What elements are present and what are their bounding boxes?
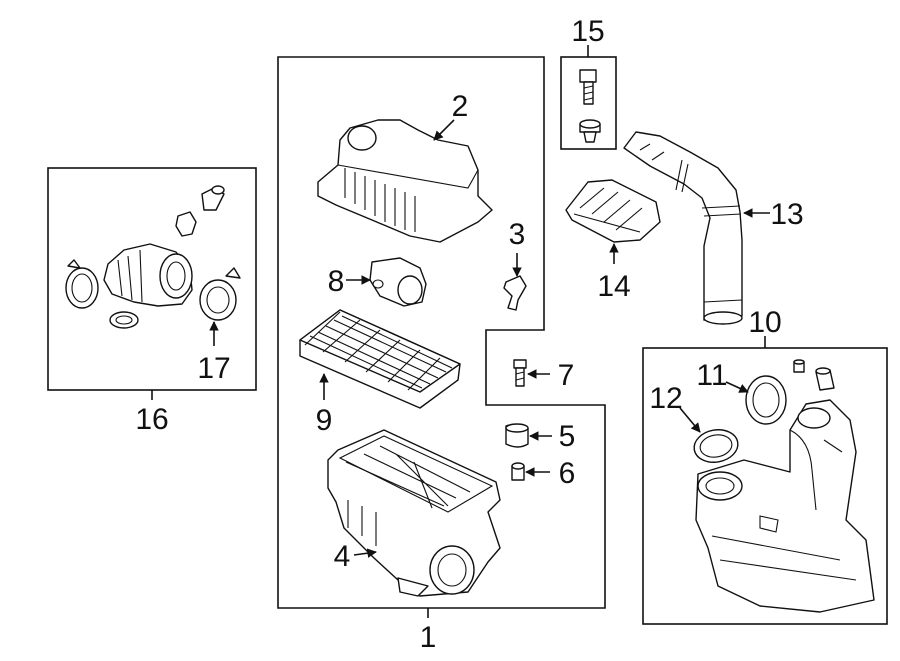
hose-clamp-part-17 [199, 267, 241, 321]
leader-2 [433, 119, 455, 141]
callout-5: 5 [559, 420, 576, 453]
leader-11 [725, 381, 749, 393]
plug-parts-10 [793, 359, 835, 391]
callout-10: 10 [748, 306, 781, 339]
air-flow-sensor-part [369, 257, 427, 307]
bolt-and-nut-part-15 [579, 69, 601, 143]
leader-12 [679, 407, 701, 433]
callout-4: 4 [334, 540, 351, 573]
group-box-1 [277, 56, 606, 609]
resonator-bracket-part [565, 179, 661, 243]
callout-12: 12 [649, 382, 682, 415]
callout-1: 1 [420, 621, 437, 654]
callout-8: 8 [328, 265, 345, 298]
callout-3: 3 [509, 218, 526, 251]
callout-14: 14 [597, 270, 630, 303]
callout-9: 9 [316, 404, 333, 437]
bolt-part-7 [513, 359, 527, 387]
clip-part [503, 275, 527, 311]
callout-11: 11 [696, 359, 727, 392]
air-cleaner-cover-part [317, 119, 493, 243]
callout-6: 6 [559, 457, 576, 490]
gasket-part-12 [693, 429, 739, 463]
seal-ring-part-11 [745, 375, 787, 425]
intake-duct-hose-part [623, 131, 743, 325]
bushing-part [511, 462, 525, 481]
air-cleaner-body-part [327, 429, 501, 597]
callout-16: 16 [135, 403, 168, 436]
callout-2: 2 [452, 90, 469, 123]
grommet-part [505, 423, 529, 448]
callout-13: 13 [770, 198, 803, 231]
resonator-assembly-part-10 [695, 399, 875, 613]
callout-15: 15 [571, 15, 604, 48]
air-duct-assembly-part-16 [65, 185, 225, 329]
callout-7: 7 [558, 359, 575, 392]
leader-4 [353, 548, 377, 558]
air-filter-element-part [299, 309, 461, 409]
callout-17: 17 [197, 352, 230, 385]
